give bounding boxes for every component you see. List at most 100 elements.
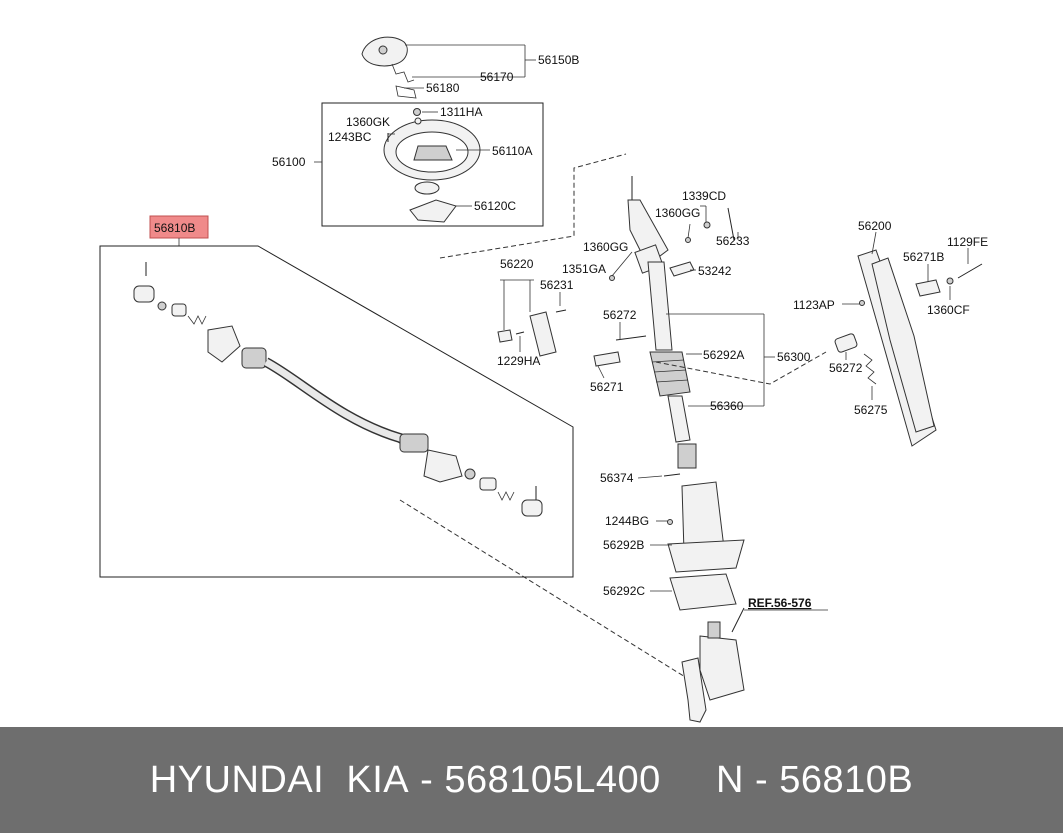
clip-icon xyxy=(157,301,167,311)
pin-53242-icon xyxy=(669,261,695,277)
label-56110A: 56110A xyxy=(492,144,532,158)
shifter-top-icon xyxy=(707,621,721,639)
steering-column-group: 1339CD 1360GG 56233 1360GG 53242 1351GA … xyxy=(562,176,811,469)
label-1351GA: 1351GA xyxy=(562,262,606,276)
collar-2-icon xyxy=(479,477,497,491)
label-1360GG-a: 1360GG xyxy=(655,206,700,220)
cable-end-fitting-icon xyxy=(207,325,241,363)
screw-1229HA-icon xyxy=(515,331,525,335)
link-dashed-3 xyxy=(655,351,827,385)
label-1360GK: 1360GK xyxy=(346,115,390,129)
label-56233: 56233 xyxy=(716,234,750,248)
label-56300: 56300 xyxy=(777,350,811,364)
shifter-base-group: 56374 1244BG 56292B 56292C xyxy=(600,471,745,611)
nut-1339CD-icon xyxy=(703,221,711,229)
cable-sleeve-end-icon xyxy=(399,433,429,453)
spring-56275-icon xyxy=(863,353,877,385)
footer-gap xyxy=(661,759,716,802)
horn-contact-icon xyxy=(391,63,417,99)
link-dashed-1 xyxy=(439,153,627,259)
steering-wheel-group: 56100 1311HA 1360GK 1243BC 56110A 56120C xyxy=(272,102,544,227)
bracket-plate-icon xyxy=(871,257,935,433)
label-56200: 56200 xyxy=(858,219,892,233)
label-56271B: 56271B xyxy=(903,250,944,264)
shifter-arm-icon xyxy=(681,657,707,723)
bracket-56271-icon xyxy=(593,351,621,367)
cable-sleeve-icon xyxy=(241,347,267,369)
spring-icon xyxy=(187,315,207,325)
label-56275: 56275 xyxy=(854,403,888,417)
footer-bar: HYUNDAI KIA - 568105L400 N - 56810B xyxy=(0,727,1063,833)
footer-brand: HYUNDAI KIA xyxy=(149,758,410,801)
label-56360: 56360 xyxy=(710,399,744,413)
label-56272-a: 56272 xyxy=(603,308,637,322)
screw-56374-icon xyxy=(663,473,681,477)
bolt-1129FE-icon xyxy=(957,263,983,279)
nut-icon xyxy=(413,108,421,116)
universal-joint-icon xyxy=(677,443,697,469)
label-1243BC: 1243BC xyxy=(328,130,372,144)
label-56220: 56220 xyxy=(500,257,534,271)
footer-part-number: 568105L400 xyxy=(444,758,661,801)
bolt-56233-icon xyxy=(727,207,735,241)
label-1229HA: 1229HA xyxy=(497,354,540,368)
label-1244BG: 1244BG xyxy=(605,514,649,528)
label-56292A: 56292A xyxy=(703,348,744,362)
label-1360GG-b: 1360GG xyxy=(583,240,628,254)
footer-separator-2: - xyxy=(743,758,780,801)
label-1123AP: 1123AP xyxy=(793,298,835,312)
lower-shaft-icon xyxy=(667,395,691,443)
boot-plate-56292B-icon xyxy=(667,539,745,573)
label-56292C: 56292C xyxy=(603,584,645,598)
nut-1360CF-icon xyxy=(946,277,954,285)
parts-diagram: 56150B 56170 56180 56100 1311HA 1360GK 1… xyxy=(99,36,988,723)
cable-assembly-group: 56810B xyxy=(99,215,574,578)
shifter-housing-icon xyxy=(699,635,745,701)
washer-icon xyxy=(414,117,422,125)
nut-1360GG-icon xyxy=(685,237,691,243)
lever-group-56220: 56220 56231 1229HA xyxy=(497,257,574,368)
transmission-shifter-group: REF.56-576 xyxy=(681,596,828,723)
label-56374: 56374 xyxy=(600,471,634,485)
label-1339CD: 1339CD xyxy=(682,189,726,203)
footer-ref-number: 56810B xyxy=(779,758,914,801)
damper-ring-icon xyxy=(414,181,440,195)
label-56100: 56100 xyxy=(272,155,306,169)
label-56292B: 56292B xyxy=(603,538,644,552)
label-56272-b: 56272 xyxy=(829,361,863,375)
label-1311HA: 1311HA xyxy=(440,105,482,119)
nut-1351GA-icon xyxy=(609,275,615,281)
shifter-plate-56292C-icon xyxy=(669,573,737,611)
highlight-label: 56810B xyxy=(154,221,195,235)
column-tube-icon xyxy=(647,261,673,351)
label-56150B: 56150B xyxy=(538,53,579,67)
wheel-hub-icon xyxy=(413,145,453,161)
nut-1244BG-icon xyxy=(667,519,673,525)
clip-2-icon xyxy=(464,468,476,480)
cable-assembly-box xyxy=(99,245,574,578)
bracket-group-56200: 56200 56271B 1129FE 1123AP 1360CF 56272 … xyxy=(793,219,988,447)
screw-56231-icon xyxy=(555,309,567,313)
label-56180: 56180 xyxy=(426,81,460,95)
steering-wheel-box xyxy=(321,102,544,227)
horn-logo-icon xyxy=(378,45,388,55)
label-1360CF: 1360CF xyxy=(927,303,970,317)
ref-arrow xyxy=(731,607,745,633)
bushing-2-icon xyxy=(521,499,543,517)
bushing-56272-icon xyxy=(834,333,858,353)
lever-56220-icon xyxy=(529,311,557,357)
label-56231: 56231 xyxy=(540,278,574,292)
footer-separator-1: - xyxy=(409,758,445,801)
label-56120C: 56120C xyxy=(474,199,516,213)
footer-n-label: N xyxy=(716,758,744,801)
bushing-icon xyxy=(133,285,155,303)
label-REF: REF.56-576 xyxy=(748,596,812,610)
column-boot-icon xyxy=(649,351,691,397)
collar-icon xyxy=(171,303,187,317)
nut-1123AP-icon xyxy=(859,300,865,306)
label-53242: 53242 xyxy=(698,264,732,278)
cap-icon xyxy=(497,329,513,343)
cable-end-fitting-2-icon xyxy=(423,449,463,483)
wheel-cover-icon xyxy=(409,199,457,223)
bracket-56271B-icon xyxy=(915,279,941,297)
